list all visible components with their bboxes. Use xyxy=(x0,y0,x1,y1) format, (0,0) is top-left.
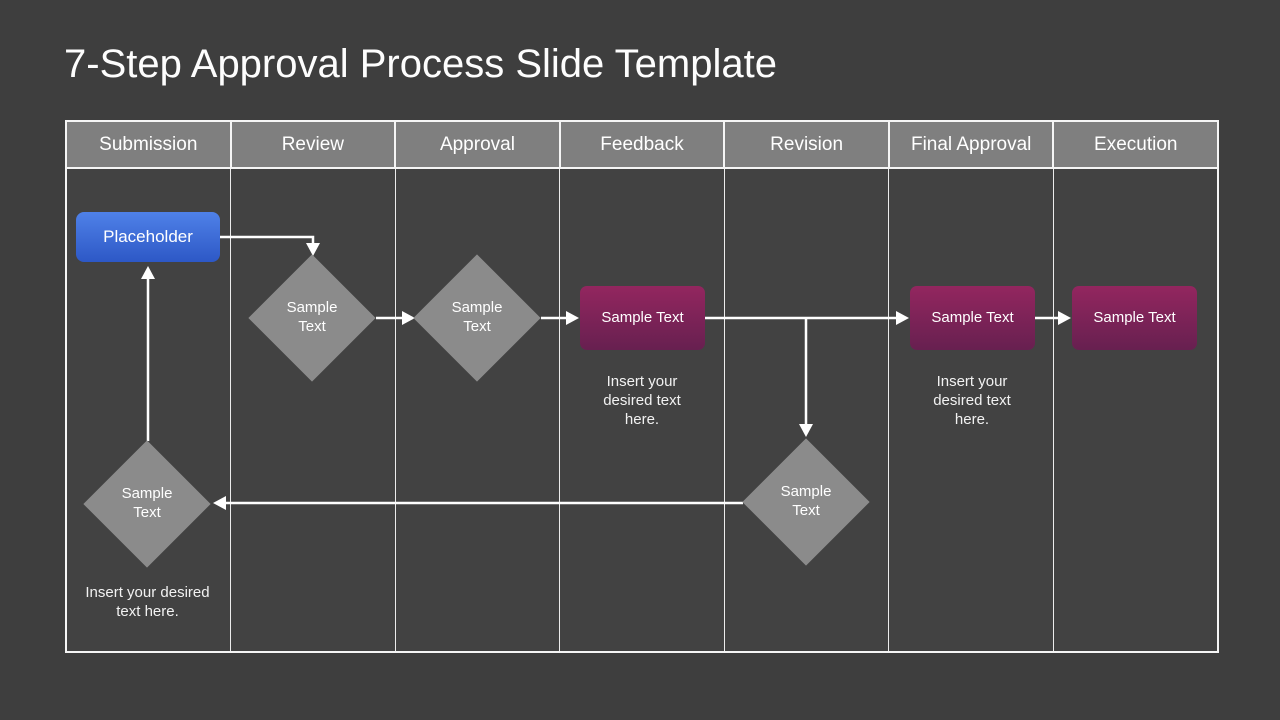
submission-decision-label: Sample Text xyxy=(121,485,173,521)
feedback-step-node[interactable]: Sample Text xyxy=(580,286,705,350)
column-header-final-approval[interactable]: Final Approval xyxy=(889,122,1055,167)
lane-revision xyxy=(725,169,890,651)
lane-execution xyxy=(1054,169,1217,651)
execution-step-node[interactable]: Sample Text xyxy=(1072,286,1197,350)
approval-decision-label: Sample Text xyxy=(451,299,503,335)
column-header-review[interactable]: Review xyxy=(231,122,397,167)
placeholder-label: Placeholder xyxy=(103,227,193,247)
lane-approval xyxy=(396,169,561,651)
final-approval-step-node[interactable]: Sample Text xyxy=(910,286,1035,350)
column-header-revision[interactable]: Revision xyxy=(725,122,890,167)
process-table-header: Submission Review Approval Feedback Revi… xyxy=(65,120,1219,169)
revision-decision-node[interactable]: Sample Text xyxy=(742,438,870,566)
column-header-approval[interactable]: Approval xyxy=(396,122,561,167)
column-header-feedback[interactable]: Feedback xyxy=(560,122,726,167)
submission-decision-node[interactable]: Sample Text xyxy=(83,440,211,568)
lane-submission xyxy=(67,169,232,651)
slide-title[interactable]: 7-Step Approval Process Slide Template xyxy=(64,42,777,86)
lane-final-approval xyxy=(889,169,1054,651)
review-decision-label: Sample Text xyxy=(286,299,338,335)
feedback-step-label: Sample Text xyxy=(601,308,684,326)
lane-review xyxy=(231,169,396,651)
process-table-body xyxy=(65,169,1219,653)
final-approval-step-label: Sample Text xyxy=(931,308,1014,326)
lane-feedback xyxy=(560,169,725,651)
placeholder-node[interactable]: Placeholder xyxy=(76,212,220,262)
column-header-submission[interactable]: Submission xyxy=(67,122,232,167)
execution-step-label: Sample Text xyxy=(1093,308,1176,326)
revision-decision-label: Sample Text xyxy=(780,483,832,519)
column-header-execution[interactable]: Execution xyxy=(1054,122,1218,167)
approval-decision-node[interactable]: Sample Text xyxy=(413,254,541,382)
submission-caption[interactable]: Insert your desired text here. xyxy=(85,584,210,620)
final-approval-caption[interactable]: Insert your desired text here. xyxy=(933,373,1011,428)
review-decision-node[interactable]: Sample Text xyxy=(248,254,376,382)
feedback-caption[interactable]: Insert your desired text here. xyxy=(603,373,681,428)
